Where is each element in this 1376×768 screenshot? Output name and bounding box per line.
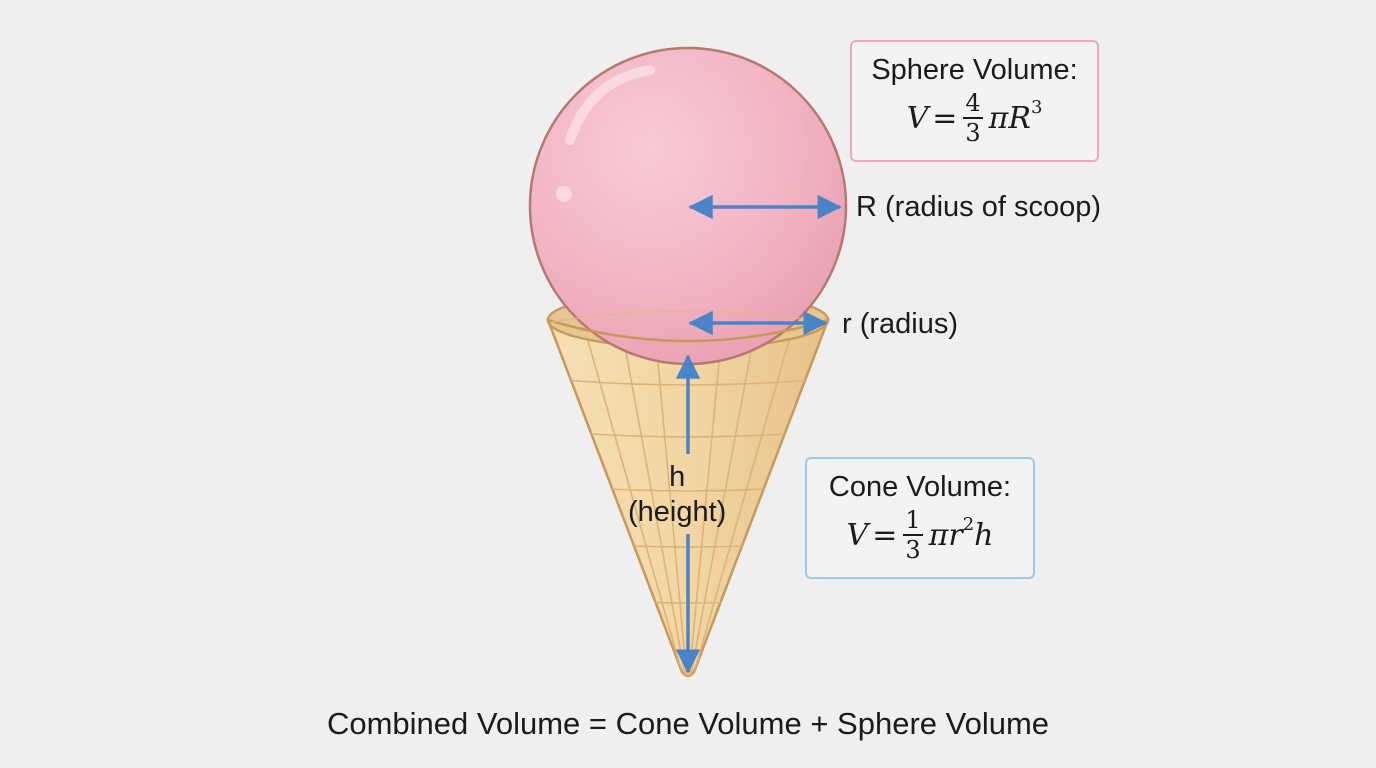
formula-fraction: 4 3 [963, 89, 983, 147]
formula-lhs: V [906, 100, 929, 136]
sphere-volume-title: Sphere Volume: [871, 54, 1078, 86]
formula-equals: = [872, 517, 898, 553]
fraction-denominator: 3 [905, 536, 921, 564]
height-label: h (height) [628, 460, 726, 530]
formula-rest: πR3 [988, 97, 1043, 136]
sphere-volume-formula: V = 4 3 πR3 [907, 91, 1043, 145]
ice-cream-scoop [528, 46, 848, 366]
height-letter: h [669, 461, 686, 493]
formula-exponent: 3 [1030, 96, 1043, 118]
fraction-numerator: 1 [903, 506, 923, 536]
formula-pi-r: πR [988, 100, 1031, 136]
formula-exponent: 2 [962, 513, 975, 535]
fraction-numerator: 4 [963, 89, 983, 119]
formula-pi-r: πr [928, 517, 963, 553]
scoop-radius-label: R (radius of scoop) [856, 191, 1101, 223]
formula-height: h [974, 517, 994, 553]
sphere-volume-box: Sphere Volume: V = 4 3 πR3 [850, 40, 1099, 162]
fraction-denominator: 3 [965, 119, 981, 147]
formula-equals: = [932, 100, 958, 136]
cone-volume-formula: V = 1 3 πr2h [847, 508, 994, 562]
cone-volume-title: Cone Volume: [828, 471, 1012, 503]
height-word: (height) [628, 495, 727, 528]
formula-fraction: 1 3 [903, 506, 923, 564]
formula-lhs: V [846, 517, 869, 553]
formula-rest: πr2h [928, 514, 994, 553]
cone-radius-label: r (radius) [842, 308, 959, 340]
cone-volume-box: Cone Volume: V = 1 3 πr2h [805, 457, 1035, 579]
combined-volume-equation: Combined Volume = Cone Volume + Sphere V… [326, 706, 1050, 741]
